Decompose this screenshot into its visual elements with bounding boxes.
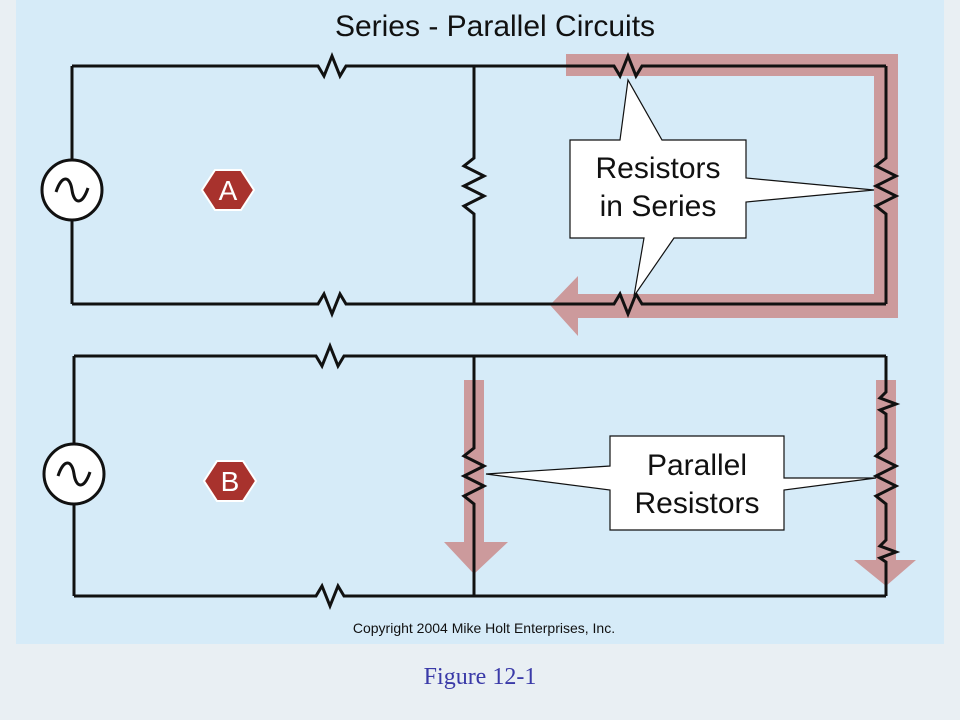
copyright-notice: Copyright 2004 Mike Holt Enterprises, In… (353, 620, 615, 636)
circuit-b (72, 341, 901, 611)
parallel-callout: Parallel Resistors (485, 435, 877, 531)
ac-source-icon (40, 158, 104, 222)
parallel-callout-line-2: Resistors (634, 487, 759, 520)
series-resistor-icon (872, 66, 900, 304)
circuit-a (70, 51, 900, 319)
circuit-b-label-badge: B (202, 460, 258, 502)
circuit-a-label-badge: A (200, 169, 256, 211)
shunt-resistor-icon (460, 66, 488, 304)
figure-caption: Figure 12-1 (423, 664, 537, 690)
diagram-title: Series - Parallel Circuits (335, 10, 655, 43)
circuit-a-label: A (219, 175, 238, 206)
parallel-resistor-icon (460, 356, 488, 596)
series-resistor-icon (72, 290, 886, 319)
circuit-b-label: B (221, 466, 240, 497)
series-callout: Resistors in Series (569, 78, 875, 297)
parallel-current-flow-arrow-icon (444, 380, 916, 586)
ac-source-icon (42, 442, 106, 506)
series-resistor-icon (74, 582, 886, 611)
parallel-resistor-icon (872, 356, 901, 596)
parallel-callout-line-1: Parallel (647, 449, 747, 482)
series-callout-line-2: in Series (600, 190, 717, 223)
series-current-flow-arrow-icon (550, 54, 898, 336)
series-callout-line-1: Resistors (595, 152, 720, 185)
series-resistor-icon (74, 341, 886, 370)
series-resistor-icon (72, 51, 886, 80)
